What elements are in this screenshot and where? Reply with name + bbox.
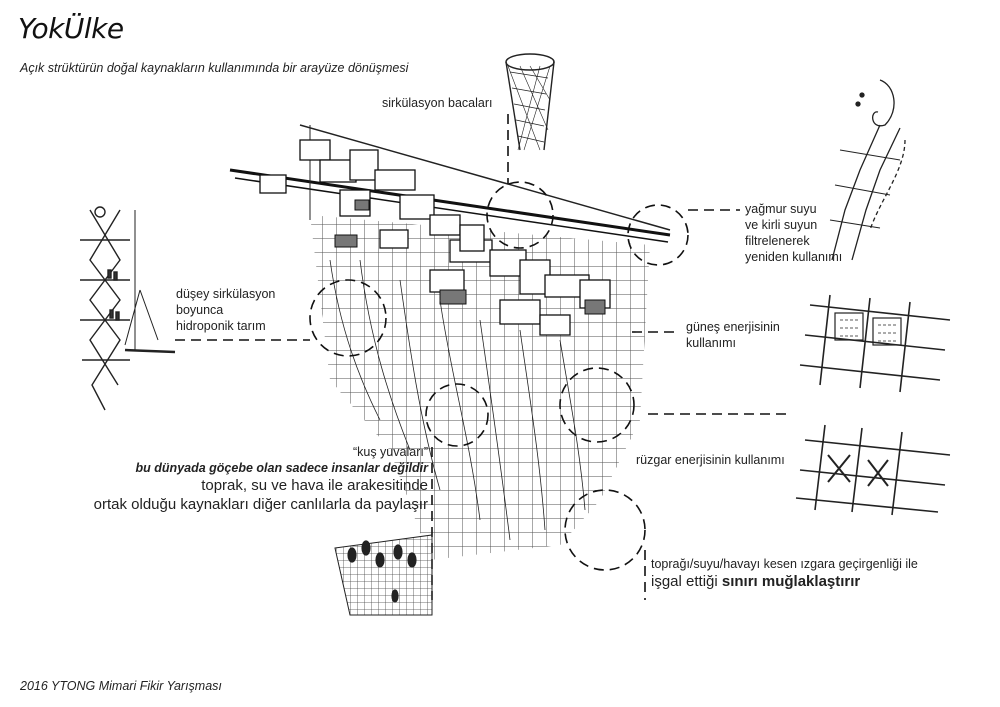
dashed-callouts	[309, 181, 689, 571]
wind-grid-sketch	[795, 424, 951, 516]
label-rainwater: yağmur suyu ve kirli suyun filtrelenerek…	[745, 202, 843, 264]
rain-gutter-sketch	[829, 79, 906, 261]
birds-on-grid-sketch	[334, 534, 433, 616]
label-bird-nests: “kuş yuvaları” bu dünyada göçebe olan sa…	[93, 445, 428, 513]
footer-text: 2016 YTONG Mimari Fikir Yarışması	[20, 679, 222, 693]
label-grid: toprağı/suyu/havayı kesen ızgara geçirge…	[651, 557, 918, 590]
label-solar: güneş enerjisinin kullanımı	[686, 320, 780, 350]
solar-grid-sketch	[799, 294, 951, 393]
page-title: YokÜlke	[18, 12, 124, 45]
label-chimneys: sirkülasyon bacaları	[382, 96, 493, 110]
label-hydroponic: düşey sirkülasyon boyunca hidroponik tar…	[176, 287, 276, 333]
label-wind: rüzgar enerjisinin kullanımı	[636, 453, 785, 467]
hydroponic-tower-sketch	[80, 206, 176, 411]
chimney-sketch	[505, 53, 555, 151]
main-structure-sketch	[229, 124, 671, 560]
page-subtitle: Açık strüktürün doğal kaynakların kullan…	[20, 61, 409, 75]
